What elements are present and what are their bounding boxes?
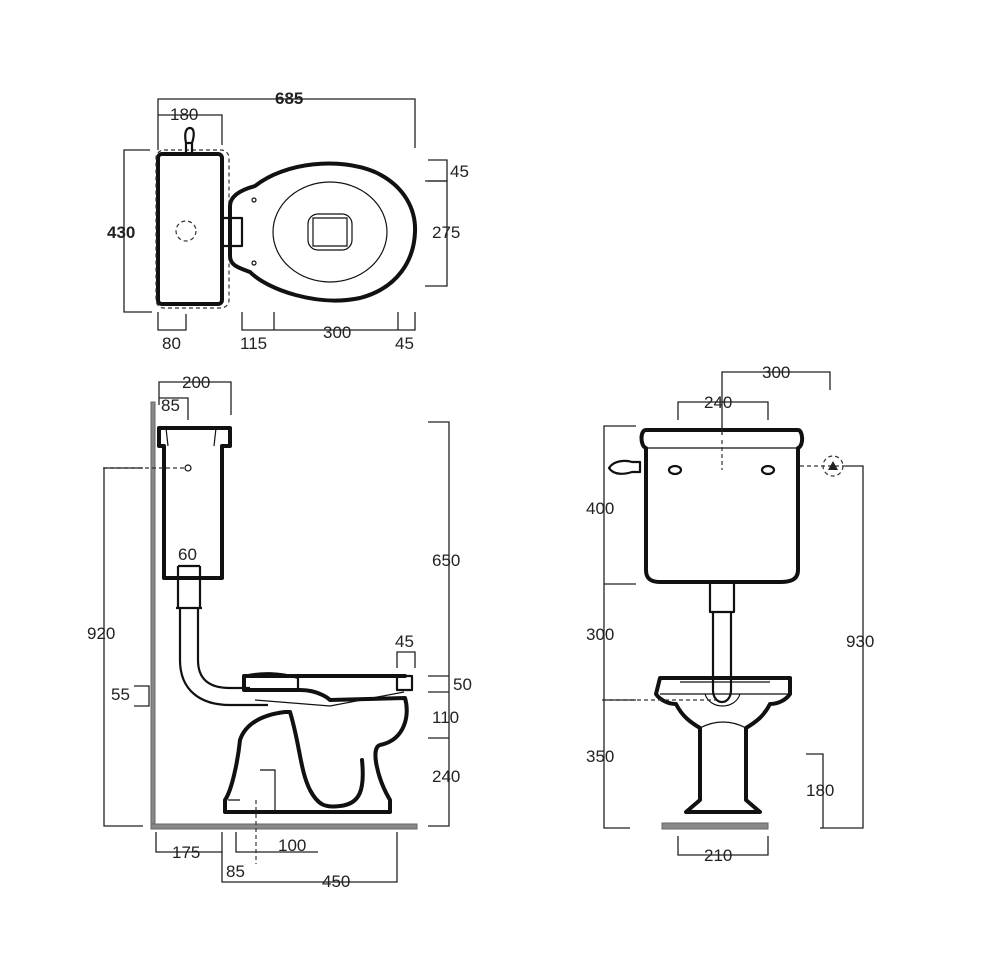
dim-label-300-front: 300 bbox=[762, 363, 790, 382]
side-cistern bbox=[157, 426, 232, 580]
side-view: 200 85 60 650 920 55 45 50 110 240 175 1… bbox=[87, 373, 472, 891]
dim-label-430: 430 bbox=[107, 223, 135, 242]
dim-line-85-top bbox=[159, 397, 189, 420]
dim-line-45-top bbox=[428, 159, 448, 182]
dim-label-85-top: 85 bbox=[161, 396, 180, 415]
dim-line-650 bbox=[428, 421, 450, 827]
dim-label-350: 350 bbox=[586, 747, 614, 766]
dim-label-100: 100 bbox=[278, 836, 306, 855]
top-seat-hinge-left bbox=[251, 197, 257, 203]
dim-label-685: 685 bbox=[275, 89, 303, 108]
side-outlet bbox=[225, 769, 276, 812]
dim-line-275 bbox=[425, 180, 448, 287]
dim-label-85-bottom: 85 bbox=[226, 862, 245, 881]
top-seat bbox=[228, 161, 418, 303]
dim-label-55: 55 bbox=[111, 685, 130, 704]
dim-line-front-left bbox=[603, 425, 636, 829]
dim-label-45-bottom: 45 bbox=[395, 334, 414, 353]
dim-label-300-pipe: 300 bbox=[586, 625, 614, 644]
dim-line-450 bbox=[221, 832, 398, 883]
dim-label-275: 275 bbox=[432, 223, 460, 242]
dim-label-45-top: 45 bbox=[450, 162, 469, 181]
dim-label-650: 650 bbox=[432, 551, 460, 570]
front-flush-lever-icon bbox=[607, 459, 642, 475]
side-flush-pipe bbox=[176, 564, 268, 707]
dim-line-200 bbox=[158, 381, 232, 415]
dim-label-60: 60 bbox=[178, 545, 197, 564]
front-fixing-right bbox=[760, 464, 776, 476]
dim-label-400: 400 bbox=[586, 499, 614, 518]
dim-line-685 bbox=[157, 98, 416, 150]
dim-label-930: 930 bbox=[846, 632, 874, 651]
dim-label-180: 180 bbox=[170, 105, 198, 124]
dim-label-180-front: 180 bbox=[806, 781, 834, 800]
front-cistern bbox=[639, 428, 805, 584]
dim-ticks-bowl bbox=[428, 675, 449, 739]
dim-line-920 bbox=[103, 467, 143, 827]
front-view: 300 240 400 300 350 930 180 210 bbox=[586, 363, 874, 865]
front-inlet-arrow-icon bbox=[828, 461, 838, 470]
dim-line-210 bbox=[677, 836, 769, 856]
dim-line-80 bbox=[157, 312, 187, 331]
top-view: 685 180 430 45 275 80 115 300 45 bbox=[107, 89, 469, 353]
top-cistern bbox=[156, 152, 224, 306]
dim-label-80: 80 bbox=[162, 334, 181, 353]
top-bowl-drain bbox=[307, 213, 353, 251]
side-rim bbox=[395, 674, 414, 692]
dim-line-seat-length bbox=[241, 312, 416, 331]
dim-label-50: 50 bbox=[453, 675, 472, 694]
side-cistern-lid bbox=[165, 427, 217, 447]
dim-label-300-top: 300 bbox=[323, 323, 351, 342]
front-flush-pipe bbox=[708, 582, 736, 704]
front-pan bbox=[654, 676, 792, 814]
dim-label-110: 110 bbox=[432, 708, 459, 727]
dim-label-45-rim: 45 bbox=[395, 632, 414, 651]
dim-label-240: 240 bbox=[432, 767, 460, 786]
side-seat bbox=[243, 672, 300, 690]
top-bowl-opening bbox=[272, 181, 388, 283]
front-fixing-left bbox=[667, 464, 683, 476]
dim-label-175: 175 bbox=[172, 843, 200, 862]
dim-line-45-rim bbox=[396, 651, 416, 668]
dim-line-430 bbox=[123, 149, 152, 313]
top-cistern-outline bbox=[155, 149, 230, 309]
top-flush-handle-icon bbox=[184, 126, 195, 154]
side-floor bbox=[150, 823, 418, 830]
dim-label-240-front: 240 bbox=[704, 393, 732, 412]
dim-label-115: 115 bbox=[240, 334, 267, 353]
dim-line-300-front bbox=[721, 371, 831, 435]
dim-line-930 bbox=[820, 465, 864, 829]
top-cistern-outlet bbox=[175, 220, 197, 242]
top-bowl-drain-inner bbox=[312, 217, 348, 247]
front-floor bbox=[661, 822, 769, 830]
top-seat-hinge-right bbox=[251, 260, 257, 266]
dim-line-180 bbox=[158, 114, 223, 145]
dim-label-920: 920 bbox=[87, 624, 115, 643]
front-inlet-valve bbox=[822, 455, 844, 477]
dim-label-210: 210 bbox=[704, 846, 732, 865]
dim-line-240-front bbox=[677, 401, 769, 420]
dim-line-175 bbox=[155, 832, 223, 853]
front-pan-details bbox=[660, 681, 790, 729]
side-wall bbox=[150, 401, 156, 829]
dim-line-180-front bbox=[806, 753, 824, 828]
side-bowl-line bbox=[254, 691, 405, 707]
dim-label-200: 200 bbox=[182, 373, 210, 392]
dim-line-100 bbox=[235, 832, 318, 853]
dim-label-450: 450 bbox=[322, 872, 350, 891]
front-pan-trap bbox=[704, 693, 741, 707]
dim-line-55 bbox=[134, 685, 150, 707]
side-pan bbox=[223, 674, 409, 814]
side-cistern-fixing bbox=[184, 464, 192, 472]
